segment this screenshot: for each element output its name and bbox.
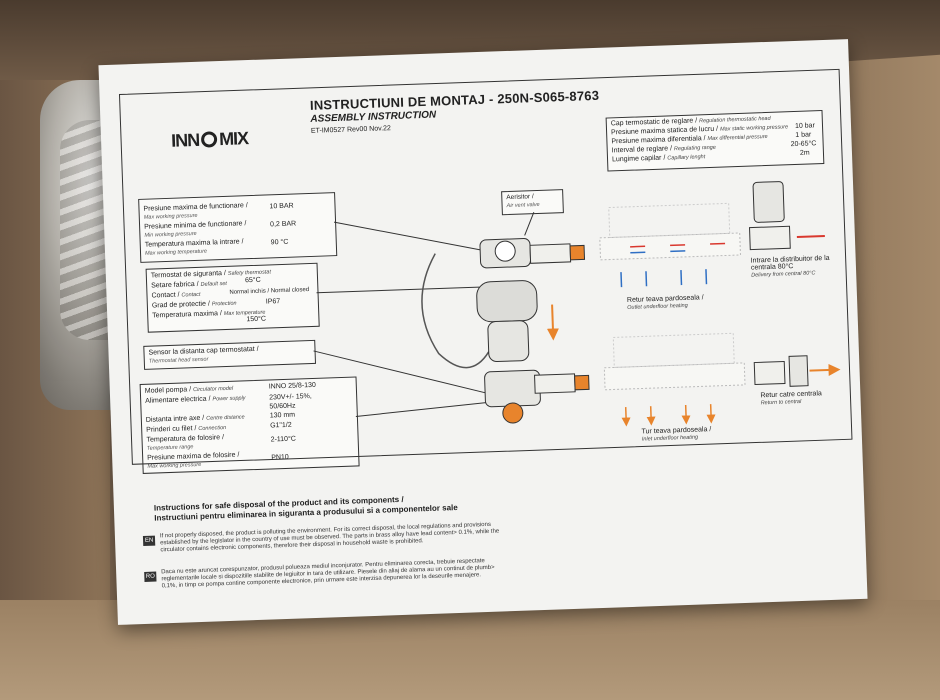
return-floor-label: Retur teava pardoseala /Outlet underfloo… [626,294,704,311]
supply-floor-label: Tur teava pardoseala /Inlet underfloor h… [641,426,712,443]
flow-arrows [546,235,841,427]
inlet-central-label: Intrare la distribuitor de la centrala 8… [750,254,830,279]
lang-tag-ro: RO [144,571,157,582]
pump-group-drawing [476,238,590,424]
hydraulic-schematic [118,68,853,465]
manifold-drawing [599,181,809,391]
lang-tag-en: EN [142,535,156,546]
